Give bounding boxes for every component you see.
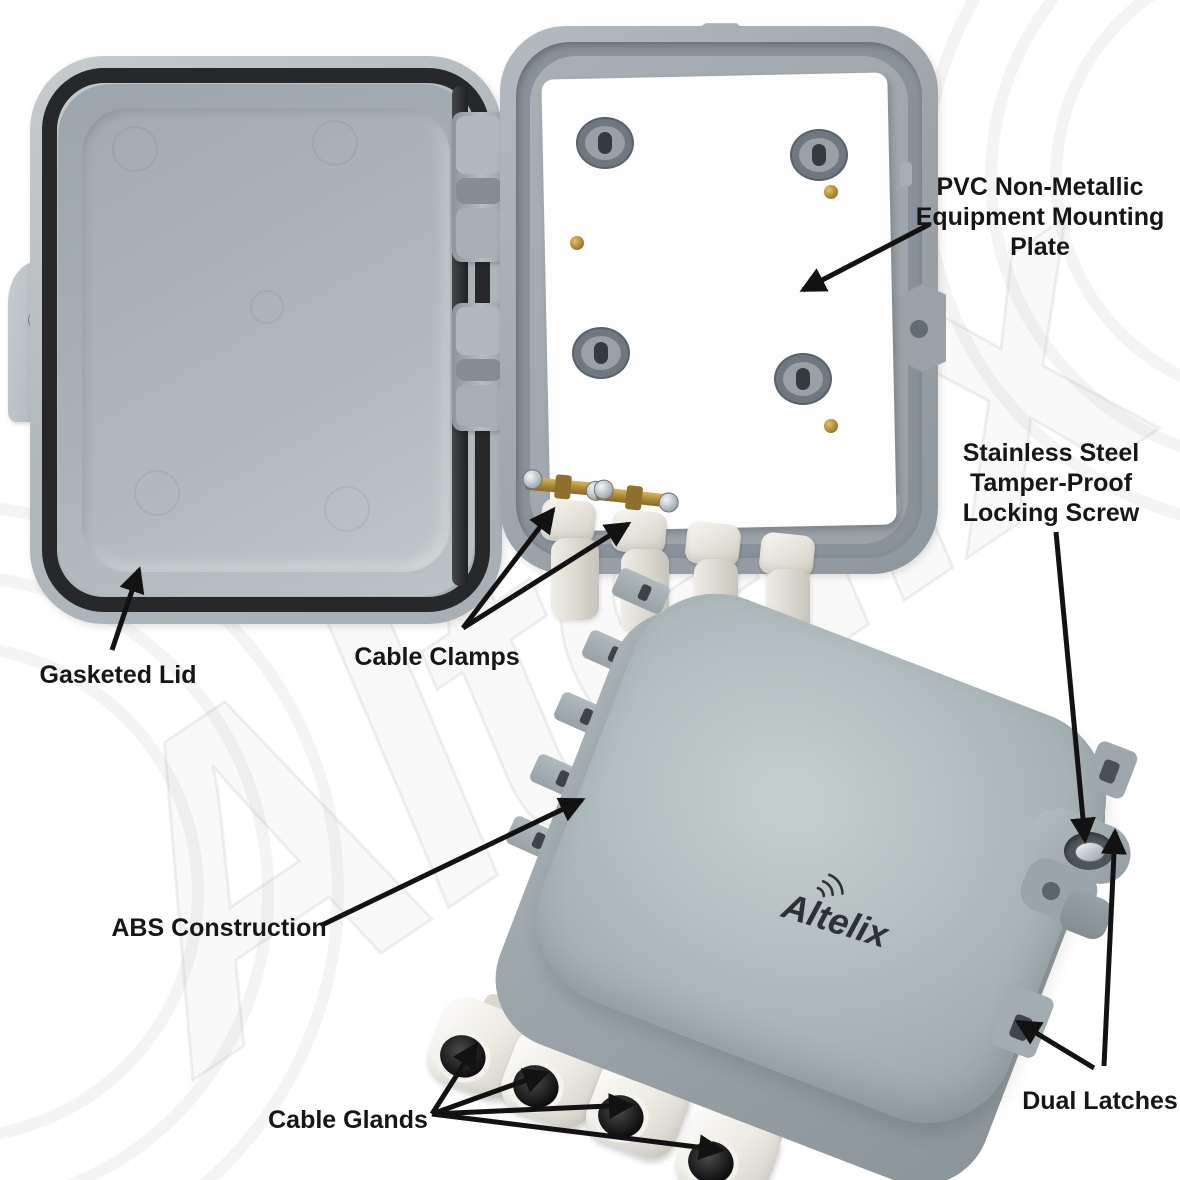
label-line: Equipment Mounting — [915, 203, 1165, 231]
arrow-dual-latch-2 — [1100, 828, 1127, 1067]
label-line: Dual Latches — [1022, 1087, 1178, 1115]
arrow-abs-construction — [320, 797, 586, 928]
gland-body — [551, 538, 599, 620]
hinge-knuckle — [456, 116, 502, 174]
label-gasketed-lid: Gasketed Lid — [20, 660, 216, 690]
arrow-cable-gland-3 — [431, 1093, 635, 1119]
arrow-cable-gland-2 — [431, 1068, 550, 1117]
latch-hole — [1042, 882, 1060, 900]
label-cable-clamps: Cable Clamps — [337, 642, 537, 672]
plate-grommet — [576, 117, 634, 169]
lid-dimple — [112, 126, 158, 172]
plate-screw — [824, 185, 838, 199]
plate-grommet — [774, 353, 832, 405]
label-pvc-plate: PVC Non-Metallic Equipment Mounting Plat… — [905, 172, 1175, 262]
label-locking-screw: Stainless Steel Tamper-Proof Locking Scr… — [941, 438, 1161, 528]
label-dual-latches: Dual Latches — [1012, 1086, 1180, 1116]
label-cable-glands: Cable Glands — [248, 1105, 448, 1135]
plate-screw — [570, 236, 584, 250]
label-abs-construction: ABS Construction — [109, 913, 329, 943]
lid-dimple — [250, 290, 284, 324]
label-line: Cable Clamps — [354, 643, 520, 671]
label-line: Plate — [1010, 233, 1070, 261]
label-line: ABS Construction — [111, 914, 327, 942]
gasketed-lid — [30, 56, 502, 624]
arrow-pvc-plate — [799, 221, 932, 293]
hinge-knuckle — [456, 178, 502, 204]
arrow-cable-gland-4 — [431, 1111, 725, 1161]
altelix-logo: Altelix — [777, 873, 895, 956]
hinge-bottom — [452, 303, 506, 431]
arrow-locking-screw — [1053, 531, 1096, 844]
plate-screw — [824, 419, 838, 433]
hinge-top — [452, 112, 506, 262]
label-line: PVC Non-Metallic — [936, 173, 1144, 201]
lid-dimple — [324, 486, 370, 532]
logo-signal-arcs — [816, 873, 844, 898]
bracket-hole — [910, 320, 928, 338]
label-line: Tamper-Proof — [969, 469, 1133, 497]
body-nub — [900, 162, 912, 186]
arrow-cable-clamp-1 — [461, 506, 556, 630]
hinge-knuckle — [456, 359, 502, 381]
lid-dimple — [312, 120, 358, 166]
label-line: Gasketed Lid — [39, 661, 197, 689]
hinge-knuckle — [456, 307, 502, 355]
hinge-knuckle — [456, 385, 502, 427]
lid-inner-recess — [82, 108, 450, 572]
plate-grommet — [790, 129, 848, 181]
arrow-dual-latch-1 — [1014, 1019, 1096, 1071]
lid-dimple — [134, 470, 180, 516]
hinge-knuckle — [456, 208, 502, 258]
plate-grommet — [572, 327, 630, 379]
arrow-cable-clamp-2 — [461, 521, 632, 631]
arrow-gasketed-lid — [109, 566, 145, 651]
arrow-cable-gland-1 — [429, 1041, 479, 1116]
label-line: Cable Glands — [268, 1106, 428, 1134]
label-line: Stainless Steel — [962, 439, 1140, 467]
label-line: Locking Screw — [962, 499, 1140, 527]
